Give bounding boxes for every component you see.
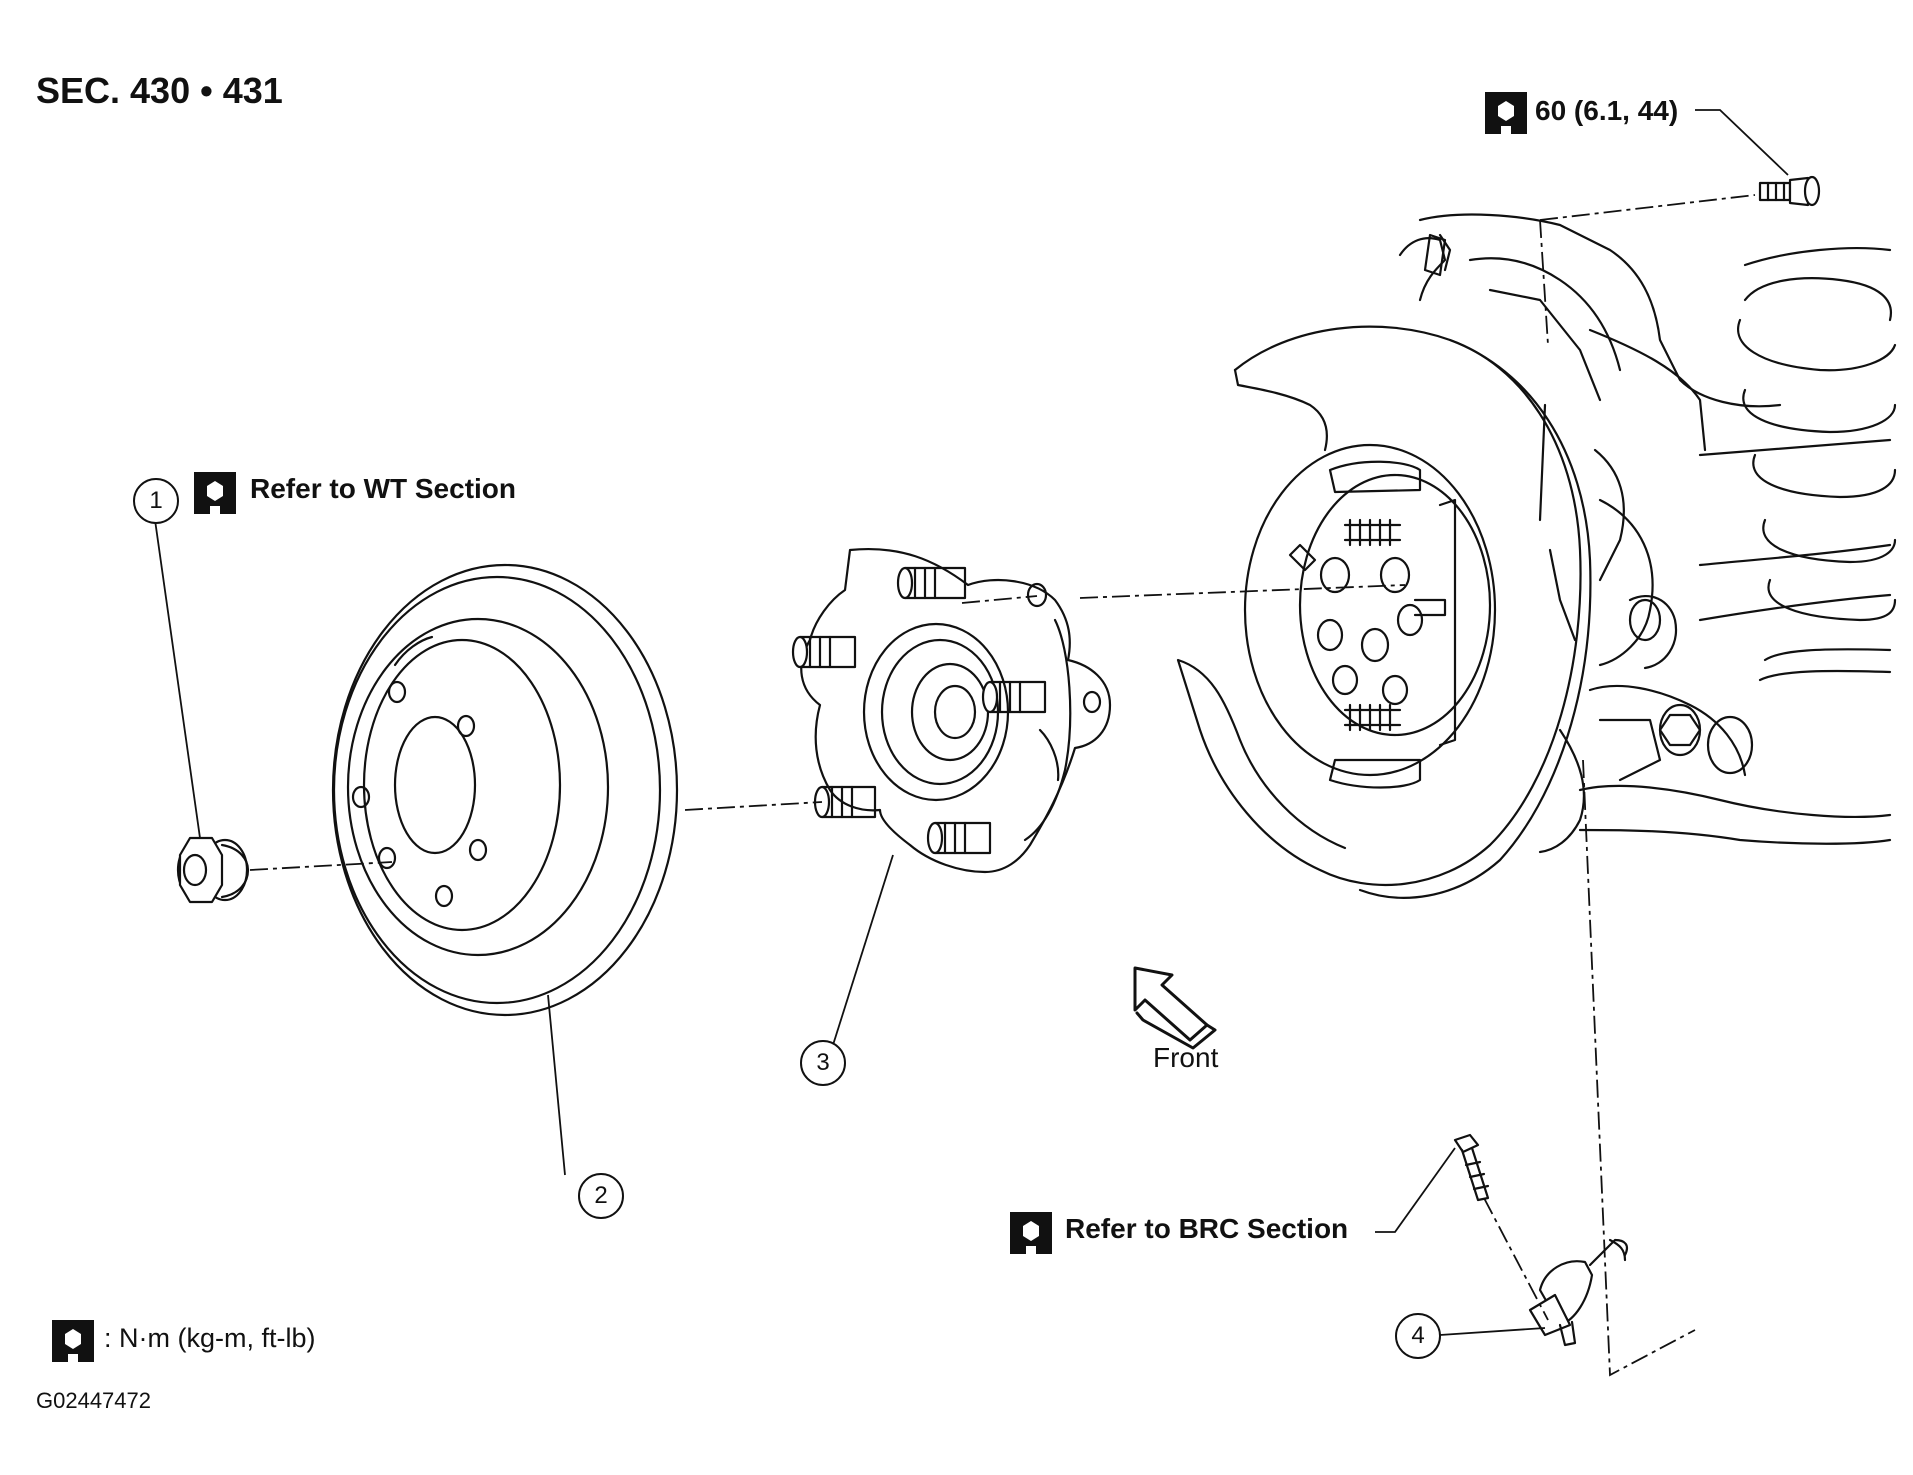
- upper-mount-bolt-part: [1758, 175, 1821, 207]
- torque-wrench-icon: [52, 1320, 94, 1362]
- torque-unit-legend: : N·m (kg-m, ft-lb): [104, 1323, 316, 1353]
- callout-1: 1: [133, 478, 179, 524]
- torque-spec-top-bolt: 60 (6.1, 44): [1535, 95, 1679, 126]
- callout-4: 4: [1395, 1313, 1441, 1359]
- torque-wrench-icon: [1010, 1212, 1052, 1254]
- wheel-speed-sensor-part: [1453, 1133, 1629, 1347]
- figure-id: G02447472: [36, 1388, 151, 1413]
- callout-2: 2: [578, 1173, 624, 1219]
- hub-assembly-part: [791, 548, 1112, 874]
- front-arrow-icon: [1133, 966, 1217, 1050]
- knuckle-and-suspension-part: [1398, 213, 1897, 854]
- torque-wrench-icon: [1485, 92, 1527, 134]
- torque-spec-sensor-bolt: Refer to BRC Section: [1065, 1213, 1349, 1244]
- wheel-nut-part: [176, 836, 250, 904]
- callout-3: 3: [800, 1040, 846, 1086]
- torque-wrench-icon: [194, 472, 236, 514]
- section-title: SEC. 430 • 431: [36, 70, 283, 111]
- assembly-lines: [154, 109, 1789, 1377]
- brake-rotor-part: [331, 563, 679, 1017]
- backing-plate-part: [1176, 325, 1592, 899]
- torque-spec-wheel-nut: Refer to WT Section: [250, 473, 517, 504]
- front-direction-label: Front: [1153, 1042, 1219, 1073]
